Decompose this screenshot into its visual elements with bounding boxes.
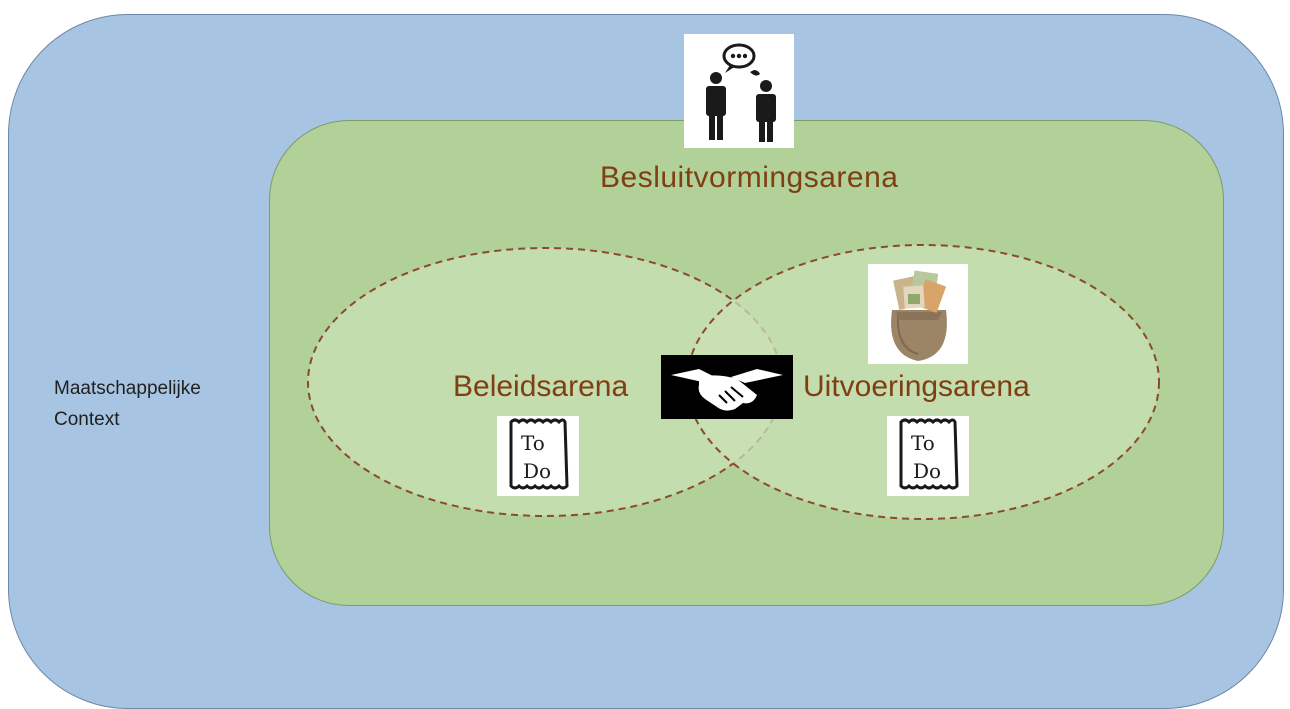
- uitvoeringsarena-ellipse: [686, 244, 1160, 520]
- besluitvormingsarena-label: Besluitvormingsarena: [600, 161, 899, 194]
- todo-note-icon-left: To Do: [497, 416, 579, 496]
- beleidsarena-label: Beleidsarena: [453, 370, 629, 403]
- uitvoeringsarena-label: Uitvoeringsarena: [803, 370, 1030, 403]
- todo-to-text: To: [521, 431, 545, 455]
- todo-do-text: Do: [523, 459, 551, 483]
- money-bag-icon: [868, 264, 968, 364]
- conversation-icon: [684, 34, 794, 148]
- todo-to-text: To: [911, 431, 935, 455]
- handshake-icon: [661, 355, 793, 419]
- maatschappelijke-context-label: Maatschappelijke Context: [54, 378, 201, 430]
- todo-do-text: Do: [913, 459, 941, 483]
- todo-note-icon-right: To Do: [887, 416, 969, 496]
